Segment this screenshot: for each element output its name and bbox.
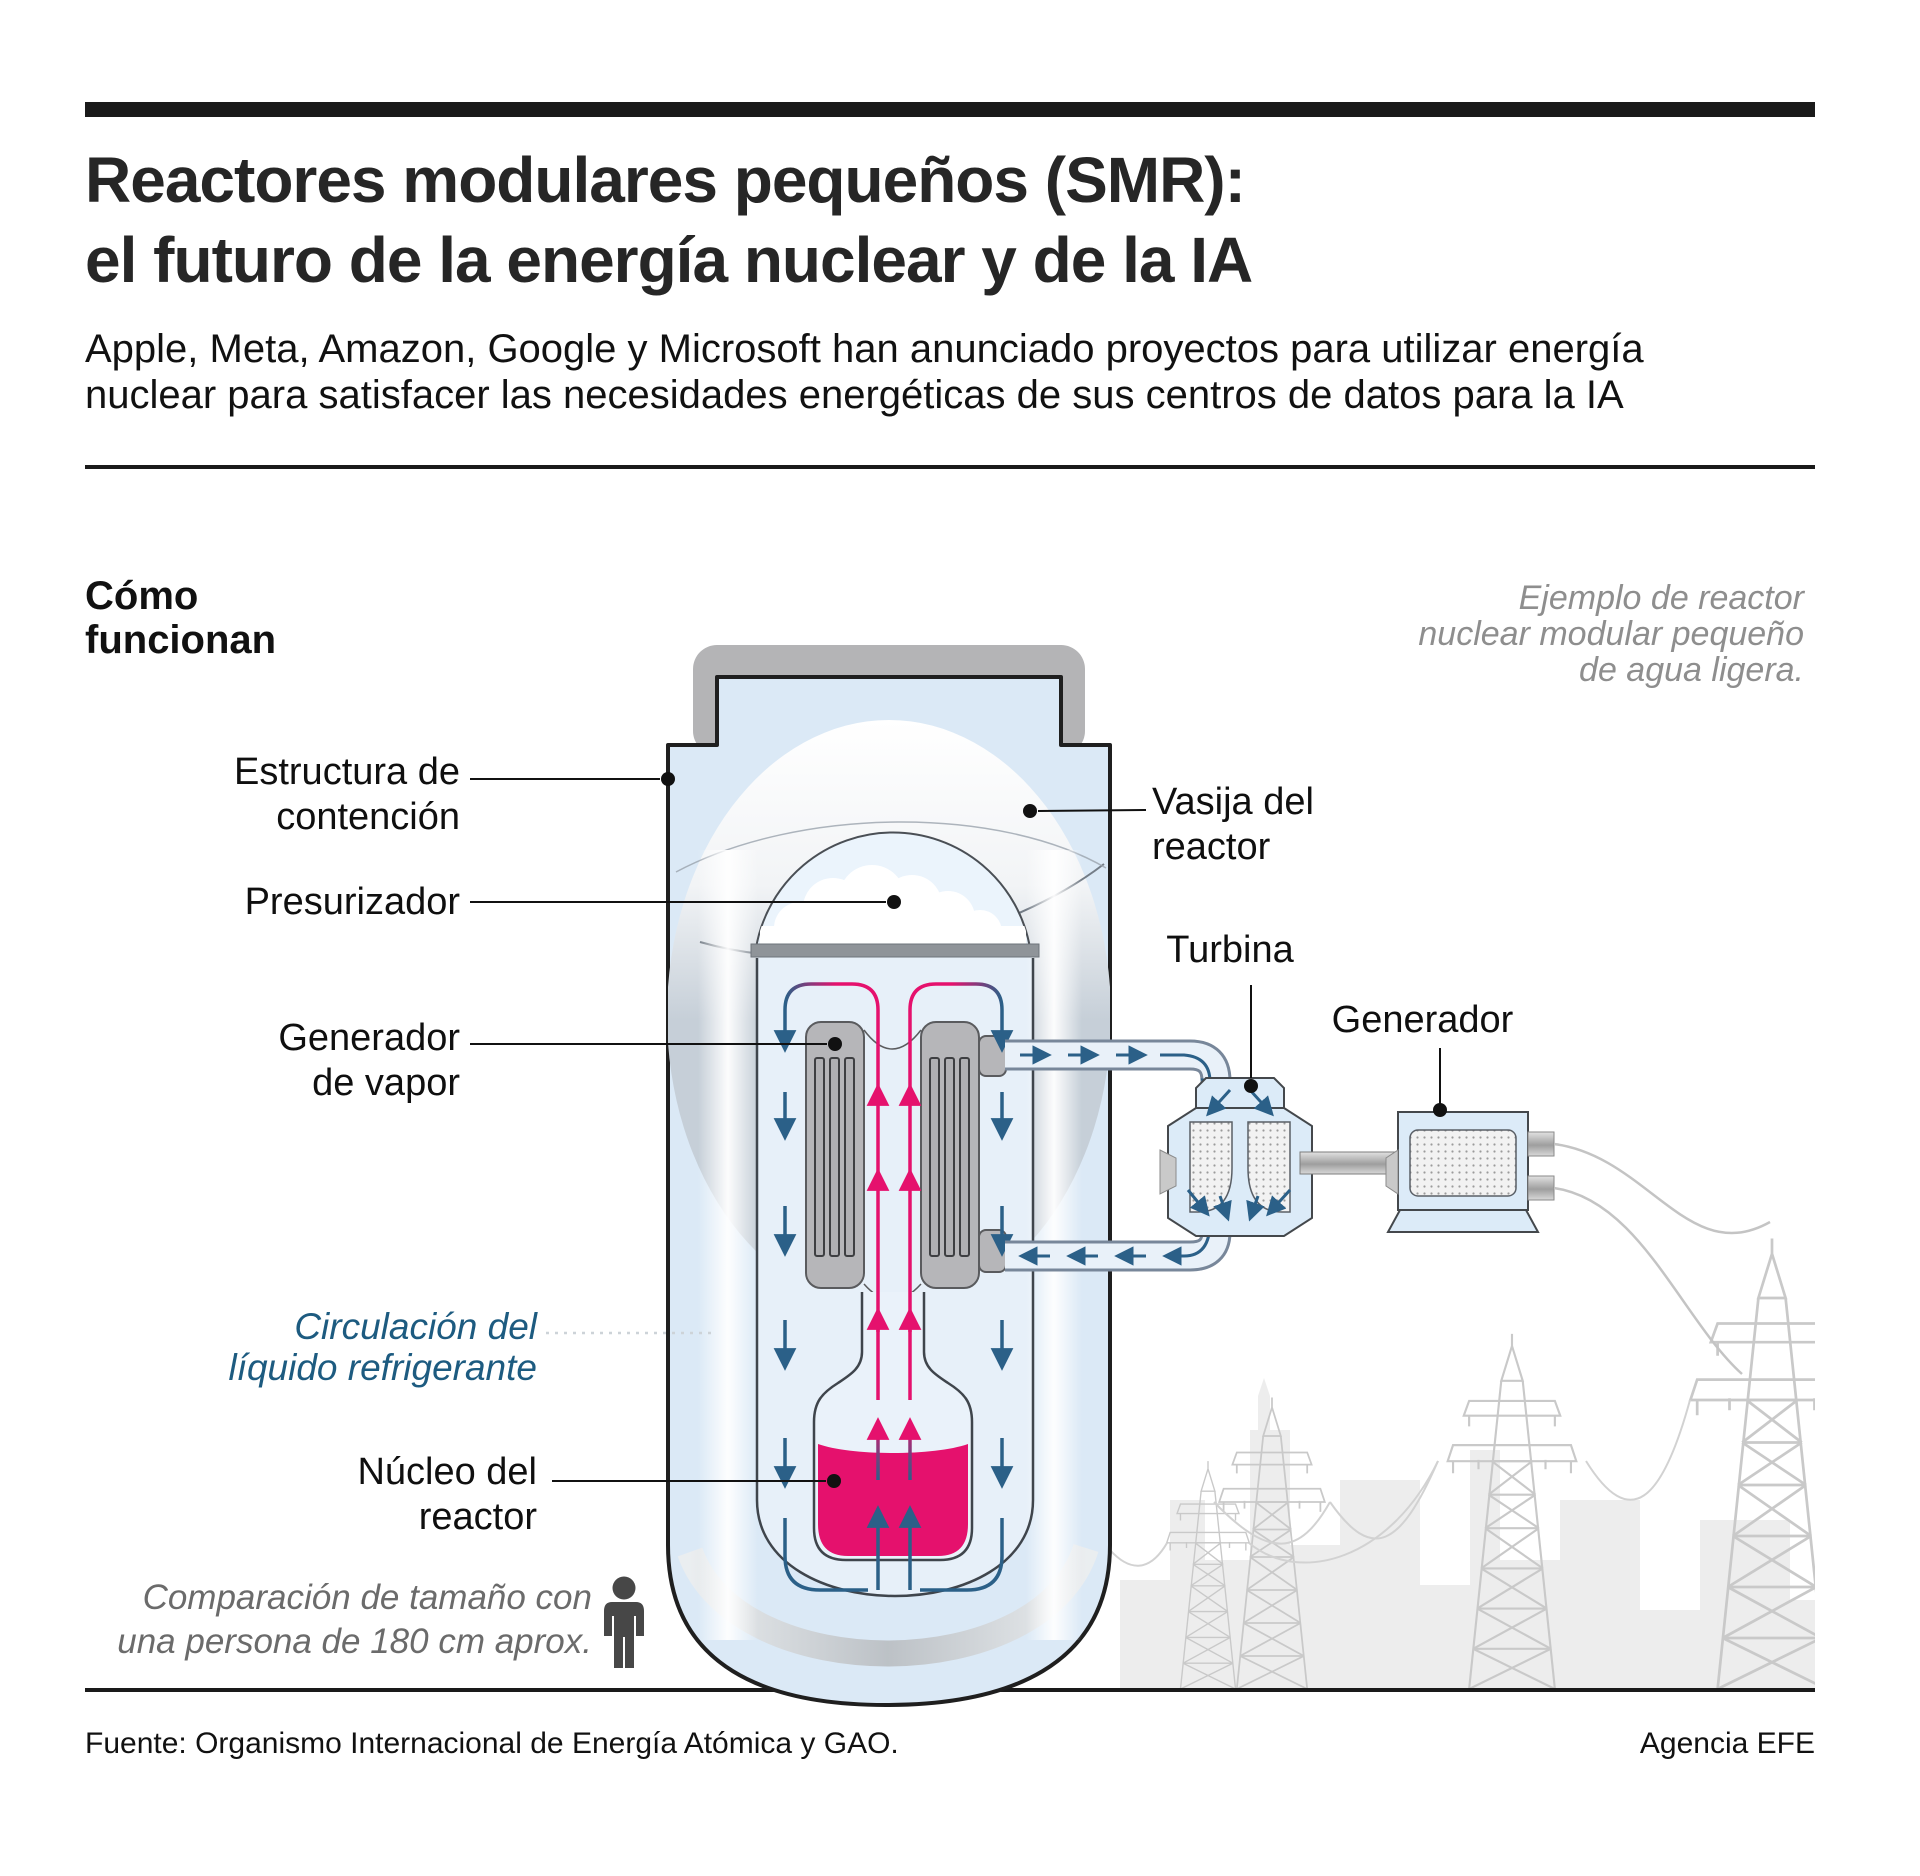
- core-inlet-arrows: [866, 1505, 922, 1590]
- lower-plenum-curves: [783, 1518, 1004, 1592]
- page-subtitle: Apple, Meta, Amazon, Google y Microsoft …: [85, 326, 1825, 418]
- page-title: Reactores modulares pequeños (SMR): el f…: [85, 140, 1585, 300]
- label-coolant-line-1: Circulación del: [294, 1306, 537, 1347]
- reactor-vessel-wall: [755, 958, 1035, 1598]
- sheen-left: [698, 850, 758, 1640]
- steam-generator-tubes: [814, 1057, 970, 1257]
- label-steam-generator-line-2: de vapor: [312, 1062, 460, 1104]
- label-containment: Estructura de contención: [234, 750, 460, 840]
- title-line-2: el futuro de la energía nuclear y de la …: [85, 224, 1253, 296]
- turbine-steam-arrows: [1186, 1088, 1292, 1222]
- example-note-line-3: de agua ligera.: [1579, 651, 1804, 689]
- example-note: Ejemplo de reactor nuclear modular peque…: [1244, 580, 1804, 688]
- label-turbine: Turbina: [1166, 929, 1294, 971]
- label-size-comparison: Comparación de tamaño con una persona de…: [117, 1576, 592, 1664]
- top-accent-bar: [85, 102, 1815, 117]
- coolant-flow: [773, 982, 1014, 1592]
- title-line-1: Reactores modulares pequeños (SMR):: [85, 144, 1246, 216]
- section-title-line-1: Cómo: [85, 574, 199, 618]
- flow-loop-left: [773, 982, 880, 1400]
- turbine-bearing-left: [1159, 1149, 1177, 1195]
- generator-output-wires: [1553, 1142, 1771, 1375]
- leader-dots: [661, 772, 1447, 1488]
- label-coolant-line-2: líquido refrigerante: [228, 1347, 537, 1388]
- header-divider: [85, 465, 1815, 469]
- label-size-comparison-line-1: Comparación de tamaño con: [142, 1578, 592, 1617]
- label-reactor-vessel-line-1: Vasija del: [1152, 781, 1314, 823]
- generator-bearing: [1385, 1149, 1399, 1195]
- label-reactor-core-line-2: reactor: [418, 1496, 537, 1538]
- background-silhouette: [1109, 1237, 1815, 1689]
- section-title-line-2: funcionan: [85, 618, 277, 662]
- core-outlet-arrows: [866, 1417, 922, 1480]
- leader-lines: [470, 778, 1441, 1482]
- generator-base: [1386, 1209, 1540, 1233]
- section-title: Cómo funcionan: [85, 574, 276, 662]
- subtitle-line-1: Apple, Meta, Amazon, Google y Microsoft …: [85, 327, 1644, 371]
- label-containment-line-2: contención: [276, 796, 460, 838]
- transmission-wires: [1109, 1399, 1691, 1567]
- label-generator: Generador: [1331, 999, 1514, 1041]
- source-credit: Fuente: Organismo Internacional de Energ…: [85, 1727, 899, 1760]
- turbine: [1159, 1077, 1401, 1237]
- city-skyline: [1120, 1378, 1815, 1689]
- riser-up-arrows: [866, 1083, 922, 1332]
- label-size-comparison-line-2: una persona de 180 cm aprox.: [117, 1622, 592, 1661]
- label-pressurizer: Presurizador: [244, 881, 460, 923]
- label-reactor-vessel-line-2: reactor: [1152, 826, 1271, 868]
- generator-terminal-top: [1527, 1131, 1555, 1157]
- steam-generator: [805, 1021, 1007, 1301]
- example-note-line-1: Ejemplo de reactor: [1518, 579, 1804, 617]
- label-steam-generator-line-1: Generador: [278, 1017, 460, 1059]
- vessel-head-top-line: [675, 821, 1107, 873]
- generator-windings: [1409, 1129, 1517, 1197]
- generator-terminal-bottom: [1527, 1175, 1555, 1201]
- label-reactor-core: Núcleo del reactor: [357, 1450, 537, 1540]
- label-reactor-core-line-1: Núcleo del: [357, 1451, 537, 1493]
- example-note-line-2: nuclear modular pequeño: [1418, 615, 1804, 653]
- generator-machine: [1385, 1111, 1771, 1375]
- label-steam-generator: Generador de vapor: [278, 1016, 460, 1106]
- pressurizer: [750, 831, 1040, 958]
- flow-loop-right: [908, 982, 1014, 1400]
- label-containment-line-1: Estructura de: [234, 751, 460, 793]
- pressurizer-steam-clouds: [760, 865, 1026, 948]
- person-icon: [604, 1576, 644, 1668]
- label-coolant-circulation: Circulación del líquido refrigerante: [228, 1306, 537, 1388]
- agency-credit: Agencia EFE: [1639, 1727, 1815, 1760]
- label-reactor-vessel: Vasija del reactor: [1152, 780, 1314, 870]
- downcomer-arrows: [773, 1092, 1014, 1489]
- turbine-shaft: [1299, 1151, 1401, 1175]
- subtitle-line-2: nuclear para satisfacer las necesidades …: [85, 373, 1624, 417]
- vessel-flange-bar: [750, 943, 1040, 958]
- reactor-core: [812, 1292, 974, 1562]
- core-fuel: [818, 1444, 968, 1556]
